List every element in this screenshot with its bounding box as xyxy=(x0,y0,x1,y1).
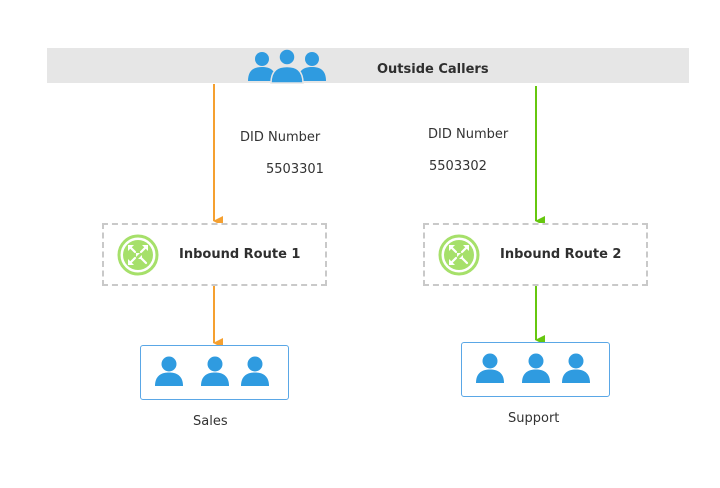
user-icon xyxy=(562,353,590,383)
outside-callers-band xyxy=(47,48,689,83)
outside-callers-label: Outside Callers xyxy=(377,62,489,77)
user-icon xyxy=(522,353,550,383)
router-icon xyxy=(117,234,159,276)
user-icon xyxy=(476,353,504,383)
edge-1-did-value: 5503301 xyxy=(266,162,324,177)
sales-group-node[interactable] xyxy=(140,345,289,400)
inbound-route-1-node[interactable]: Inbound Route 1 xyxy=(102,223,327,286)
inbound-route-1-label: Inbound Route 1 xyxy=(179,247,301,262)
edge-2-did-value: 5503302 xyxy=(429,159,487,174)
users-group-icon xyxy=(248,48,326,84)
edge-1-did-label: DID Number xyxy=(240,130,321,145)
router-icon xyxy=(438,234,480,276)
user-icon xyxy=(201,356,229,386)
inbound-route-2-node[interactable]: Inbound Route 2 xyxy=(423,223,648,286)
inbound-route-2-label: Inbound Route 2 xyxy=(500,247,622,262)
sales-label: Sales xyxy=(193,414,228,429)
support-label: Support xyxy=(508,411,560,426)
user-icon xyxy=(155,356,183,386)
edge-2-did-label: DID Number xyxy=(428,127,509,142)
user-icon xyxy=(241,356,269,386)
support-group-node[interactable] xyxy=(461,342,610,397)
